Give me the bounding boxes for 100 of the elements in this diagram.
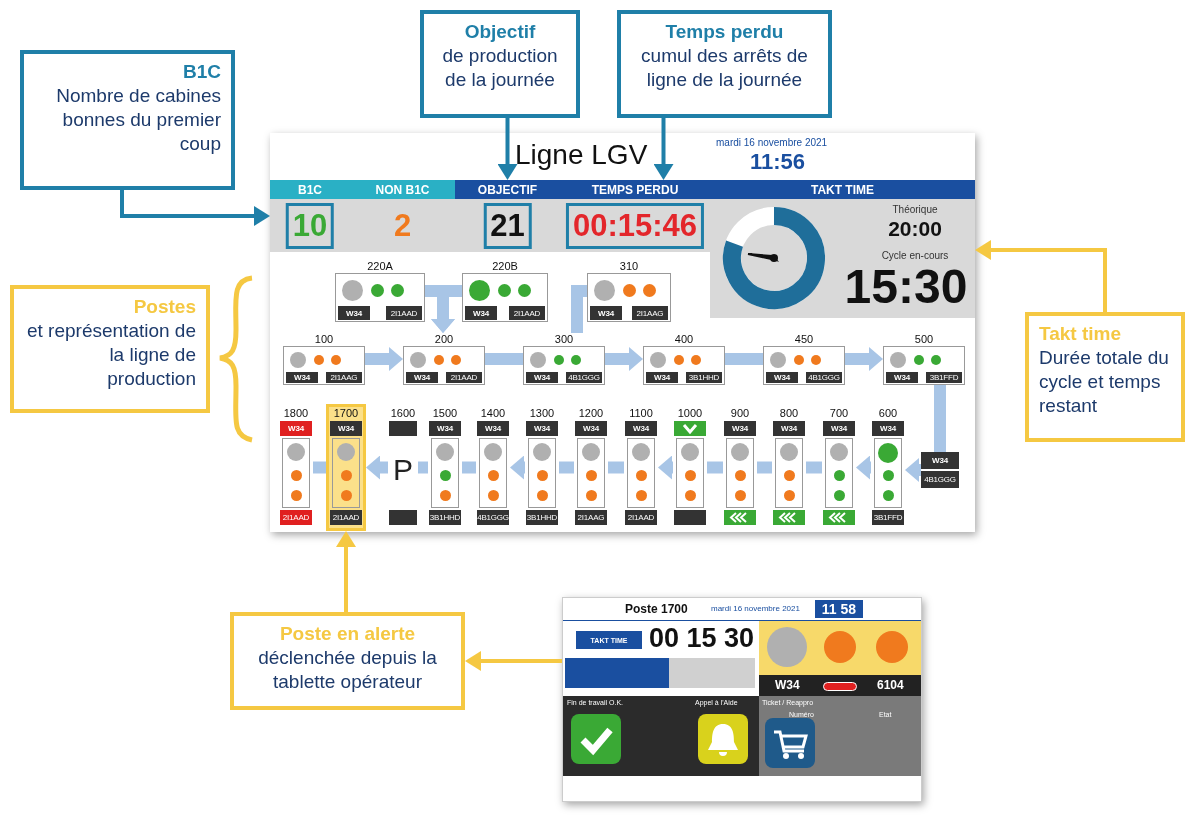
station-number: 900 — [729, 407, 751, 419]
status-tag: W34 — [429, 421, 461, 436]
product-code-tag: 2I1AAD — [330, 510, 362, 525]
station-number: 200 — [433, 333, 455, 345]
column-header: TEMPS PERDU — [560, 180, 710, 199]
status-tag: W34 — [773, 421, 805, 436]
status-tag: W34 — [477, 421, 509, 436]
column-header: TAKT TIME — [710, 180, 975, 199]
column-header: OBJECTIF — [455, 180, 560, 199]
callout-box — [20, 50, 235, 190]
status-tag: W34 — [280, 421, 312, 436]
callout-text: déclenchée depuis la tablette opérateur — [257, 646, 438, 694]
callout-heading: B1C — [182, 60, 221, 84]
station-highlight — [326, 404, 366, 531]
dashboard-screen — [270, 133, 975, 532]
product-code-tag: 4B1GGG — [477, 510, 509, 525]
callout-text: Nombre de cabines bonnes du premier coup — [55, 84, 221, 156]
screen-title: Ligne LGV — [515, 139, 648, 171]
date-text: mardi 16 novembre 2021 — [716, 137, 828, 148]
product-code-tag: 2I1AAG — [575, 510, 607, 525]
time-value: 00 15 30 — [649, 623, 755, 654]
status-tag: W34 — [338, 306, 370, 320]
station-number: 500 — [913, 333, 935, 345]
column-header: B1C — [270, 180, 350, 199]
product-code-tag: 2I1AAG — [326, 372, 362, 383]
flow-connector — [707, 461, 723, 474]
product-code-tag: 3B1FFD — [926, 372, 962, 383]
status-tag: W34 — [575, 421, 607, 436]
status-tag: W34 — [724, 421, 756, 436]
flow-connector — [418, 461, 428, 474]
station-number: 800 — [778, 407, 800, 419]
clock-time: 11:56 — [750, 149, 806, 175]
leader-arrow — [336, 531, 356, 612]
status-tag: W34 — [823, 421, 855, 436]
status-tag: W34 — [406, 372, 438, 383]
flow-connector — [725, 353, 763, 365]
station-letter: P — [392, 453, 414, 487]
flow-connector — [571, 285, 587, 333]
product-code-tag: 2I1AAD — [625, 510, 657, 525]
status-text: W34 — [775, 678, 800, 692]
status-tag: W34 — [465, 306, 497, 320]
leader-arrow — [975, 240, 1107, 312]
product-code-tag: 3B1HHD — [526, 510, 558, 525]
kpi-value: 21 — [483, 203, 532, 249]
station-number: 1200 — [577, 407, 605, 419]
station-number: 600 — [877, 407, 899, 419]
product-code-tag: 2I1AAD — [446, 372, 482, 383]
callout-text: Durée totale du cycle et temps restant — [1039, 346, 1170, 418]
product-code-tag: 4B1GGG — [806, 372, 842, 383]
station-number: 1100 — [628, 407, 654, 419]
flow-arrow — [366, 455, 388, 480]
status-tag: W34 — [766, 372, 798, 383]
kpi-value: 00:15:46 — [565, 203, 705, 249]
callout-box — [1025, 312, 1185, 442]
callout-box — [617, 10, 832, 118]
leader-arrow — [653, 118, 674, 180]
gauge-caption: Cycle en-cours — [880, 250, 950, 261]
product-code-tag: 3B1HHD — [429, 510, 461, 525]
callout-box — [230, 612, 465, 710]
tablet-screen — [562, 597, 922, 802]
callout-heading: Temps perdu — [664, 20, 785, 44]
leader-arrow — [497, 118, 518, 180]
flow-arrow — [431, 285, 462, 333]
takt-panel — [710, 180, 975, 318]
flow-connector — [806, 461, 822, 474]
callout-heading: Poste en alerte — [278, 622, 417, 646]
callout-heading: Objectif — [463, 20, 537, 44]
status-tag: W34 — [886, 372, 918, 383]
flow-connector — [934, 385, 946, 452]
station-number: 100 — [313, 333, 335, 345]
station-number: 1400 — [479, 407, 507, 419]
station-number: 1800 — [282, 407, 310, 419]
kpi-value: 2 — [392, 207, 413, 245]
clock-time: 11 58 — [815, 600, 863, 618]
product-code-tag: 3B1FFD — [872, 510, 904, 525]
callout-text: cumul des arrêts de ligne de la journée — [640, 44, 809, 92]
date-text: mardi 16 novembre 2021 — [711, 604, 800, 613]
station-number: 700 — [828, 407, 850, 419]
status-tag: W34 — [526, 372, 558, 383]
flow-arrow — [905, 458, 921, 482]
leader-arrow — [120, 190, 270, 226]
flow-arrow — [845, 347, 883, 371]
flow-connector — [608, 461, 624, 474]
flow-connector — [313, 461, 326, 474]
column-header: NON B1C — [350, 180, 455, 199]
status-tag: W34 — [330, 421, 362, 436]
station-number: 1300 — [528, 407, 556, 419]
status-tag: W34 — [921, 452, 959, 469]
gauge-caption: Théorique — [891, 204, 939, 215]
status-tag: W34 — [526, 421, 558, 436]
callout-text: de production de la journée — [441, 44, 559, 92]
kpi-value: 10 — [285, 203, 335, 249]
callout-box — [10, 285, 210, 413]
station-number: 220A — [366, 260, 394, 272]
status-tag: W34 — [625, 421, 657, 436]
status-tag: W34 — [872, 421, 904, 436]
station-number: 220B — [491, 260, 519, 272]
station-number: 1700 — [332, 407, 360, 419]
status-text: 6104 — [877, 678, 904, 692]
station-number: 1500 — [431, 407, 459, 419]
